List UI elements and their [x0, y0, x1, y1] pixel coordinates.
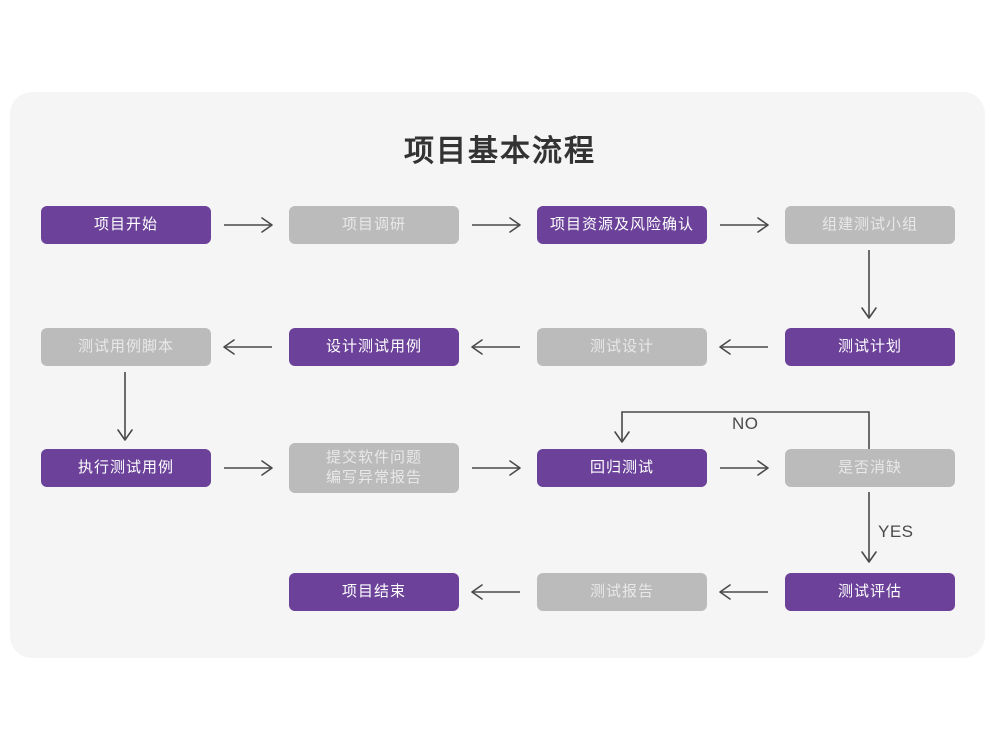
node-label: 测试用例脚本 [77, 338, 174, 355]
node-label: 提交软件问题 编写异常报告 [325, 449, 422, 486]
node-label: 项目资源及风险确认 [549, 216, 694, 233]
node-project-start[interactable]: 项目开始 [41, 206, 211, 244]
node-test-evaluation[interactable]: 测试评估 [785, 573, 955, 611]
node-resource-risk-confirm[interactable]: 项目资源及风险确认 [537, 206, 707, 244]
node-label: 项目结束 [341, 583, 406, 600]
node-label: 项目调研 [341, 216, 406, 233]
node-test-report[interactable]: 测试报告 [537, 573, 707, 611]
node-test-case-script[interactable]: 测试用例脚本 [41, 328, 211, 366]
node-label: 组建测试小组 [821, 216, 918, 233]
node-label: 测试设计 [589, 338, 654, 355]
node-form-test-team[interactable]: 组建测试小组 [785, 206, 955, 244]
node-label: 项目开始 [93, 216, 158, 233]
diagram-card [10, 92, 985, 658]
node-label: 测试报告 [589, 583, 654, 600]
node-label: 是否消缺 [837, 459, 902, 476]
node-label: 测试评估 [837, 583, 902, 600]
node-test-plan[interactable]: 测试计划 [785, 328, 955, 366]
node-project-research[interactable]: 项目调研 [289, 206, 459, 244]
node-design-test-cases[interactable]: 设计测试用例 [289, 328, 459, 366]
node-label: 执行测试用例 [77, 459, 174, 476]
edge-label-no: NO [732, 414, 759, 433]
page-title: 项目基本流程 [404, 135, 596, 168]
node-label: 测试计划 [837, 338, 902, 355]
node-project-end[interactable]: 项目结束 [289, 573, 459, 611]
node-label: 设计测试用例 [325, 338, 422, 355]
node-test-design[interactable]: 测试设计 [537, 328, 707, 366]
node-regression-test[interactable]: 回归测试 [537, 449, 707, 487]
edge-label-yes: YES [878, 522, 914, 541]
node-execute-test-cases[interactable]: 执行测试用例 [41, 449, 211, 487]
node-label: 回归测试 [589, 459, 654, 476]
node-submit-defects-report[interactable]: 提交软件问题 编写异常报告 [289, 443, 459, 493]
node-defects-cleared[interactable]: 是否消缺 [785, 449, 955, 487]
